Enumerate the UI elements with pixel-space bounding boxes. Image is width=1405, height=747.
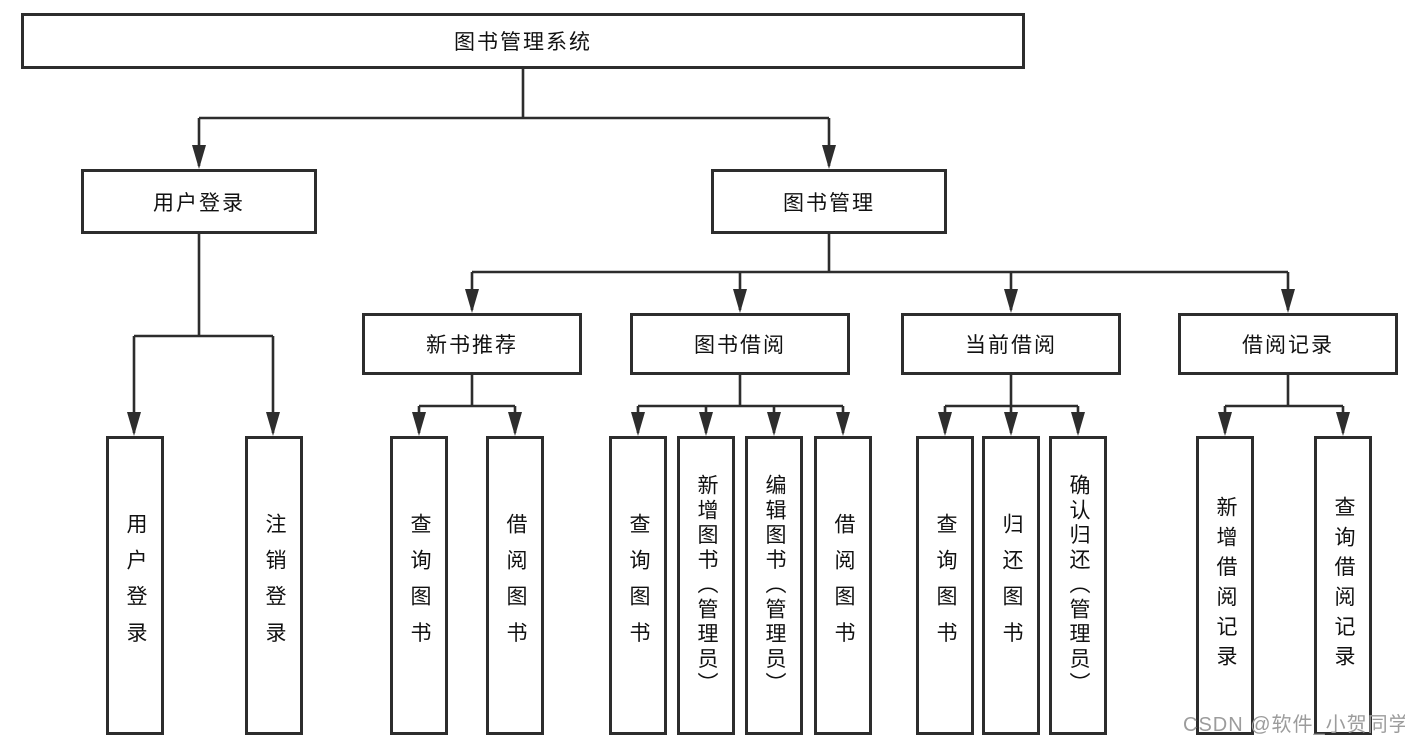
node-label: 用户登录: [153, 191, 245, 215]
leaf-borrow-books-2: 借阅图书: [814, 436, 872, 735]
leaf-label: 查询图书: [934, 513, 957, 658]
connector-record-to-leaves: [1223, 375, 1345, 433]
node-new-book-recommend: 新书推荐: [362, 313, 582, 375]
node-book-borrowing: 图书借阅: [630, 313, 850, 375]
node-label: 借阅记录: [1242, 334, 1334, 357]
leaf-label: 用户登录: [124, 513, 147, 658]
leaf-label: 借阅图书: [832, 513, 855, 658]
connector-root-to-level2: [197, 69, 831, 166]
connector-bookmgmt-to-level3: [470, 234, 1290, 310]
connector-userlogin-to-leaves: [132, 234, 275, 433]
leaf-add-books-admin: 新增图书（管理员）: [677, 436, 735, 735]
node-label: 当前借阅: [965, 334, 1057, 357]
leaf-label: 查询图书: [408, 513, 431, 658]
leaf-query-books-3: 查询图书: [916, 436, 974, 735]
node-book-management-branch: 图书管理: [711, 169, 947, 234]
node-label: 图书管理系统: [454, 31, 592, 54]
leaf-edit-books-admin: 编辑图书（管理员）: [745, 436, 803, 735]
leaf-confirm-return-admin: 确认归还（管理员）: [1049, 436, 1107, 735]
leaf-label: 新增图书（管理员）: [695, 473, 718, 698]
connector-current-to-leaves: [943, 375, 1080, 433]
node-label: 图书借阅: [694, 334, 786, 357]
node-label: 图书管理: [783, 191, 875, 215]
leaf-label: 借阅图书: [504, 513, 527, 658]
leaf-label: 归还图书: [1000, 513, 1023, 658]
node-user-login-branch: 用户登录: [81, 169, 317, 234]
leaf-label: 注销登录: [263, 513, 286, 658]
leaf-label: 编辑图书（管理员）: [763, 473, 786, 698]
leaf-label: 确认归还（管理员）: [1067, 473, 1090, 698]
leaf-logout: 注销登录: [245, 436, 303, 735]
csdn-watermark: CSDN @软件_小贺同学: [1183, 714, 1405, 736]
node-borrow-records: 借阅记录: [1178, 313, 1398, 375]
node-label: 新书推荐: [426, 334, 518, 357]
leaf-query-borrow-record: 查询借阅记录: [1314, 436, 1372, 735]
leaf-query-books-2: 查询图书: [609, 436, 667, 735]
leaf-label: 新增借阅记录: [1214, 496, 1237, 675]
leaf-label: 查询借阅记录: [1332, 496, 1355, 675]
leaf-user-login: 用户登录: [106, 436, 164, 735]
connector-newbook-to-leaves: [417, 375, 517, 433]
leaf-add-borrow-record: 新增借阅记录: [1196, 436, 1254, 735]
node-current-borrowing: 当前借阅: [901, 313, 1121, 375]
leaf-borrow-books-1: 借阅图书: [486, 436, 544, 735]
leaf-label: 查询图书: [627, 513, 650, 658]
node-library-system: 图书管理系统: [21, 13, 1025, 69]
leaf-query-books-1: 查询图书: [390, 436, 448, 735]
leaf-return-books: 归还图书: [982, 436, 1040, 735]
connector-borrow-to-leaves: [636, 375, 845, 433]
